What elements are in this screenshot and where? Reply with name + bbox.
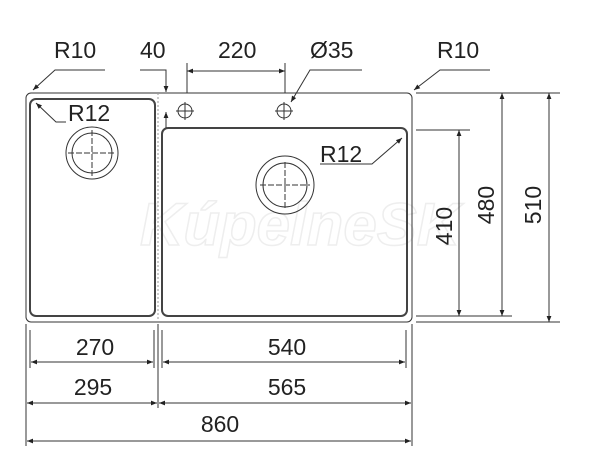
- right-bowl: [161, 127, 408, 317]
- left-drain-icon: [65, 126, 119, 180]
- r10-left-label: R10: [54, 37, 96, 63]
- width-270-label: 270: [76, 334, 114, 360]
- tap-hole-diameter-label: Ø35: [310, 37, 353, 63]
- tap-spacing-label: 220: [218, 37, 256, 63]
- right-drain-icon: [255, 155, 315, 215]
- r12-right-leader: [320, 137, 403, 165]
- height-480-label: 480: [473, 186, 499, 224]
- height-510-label: 510: [520, 186, 546, 224]
- gap-40-leader: [140, 69, 169, 92]
- gap-40-label: 40: [140, 37, 166, 63]
- width-565-label: 565: [268, 374, 306, 400]
- r12-left-leader: [35, 102, 66, 123]
- width-295-label: 295: [74, 374, 112, 400]
- diameter-leader: [290, 69, 362, 103]
- r10-right-leader: [413, 69, 490, 91]
- width-540-label: 540: [268, 334, 306, 360]
- r12-left-label: R12: [68, 100, 110, 126]
- sink-outline: [25, 92, 413, 323]
- r10-left-leader: [32, 69, 105, 91]
- tap-hole-icon: [176, 102, 194, 120]
- width-860-label: 860: [201, 411, 239, 437]
- r10-right-label: R10: [437, 37, 479, 63]
- left-bowl: [29, 98, 156, 317]
- watermark: KúpelneSK: [140, 191, 464, 258]
- height-410-label: 410: [431, 207, 457, 245]
- r12-right-label: R12: [320, 141, 362, 167]
- tap-hole-icon: [275, 102, 293, 120]
